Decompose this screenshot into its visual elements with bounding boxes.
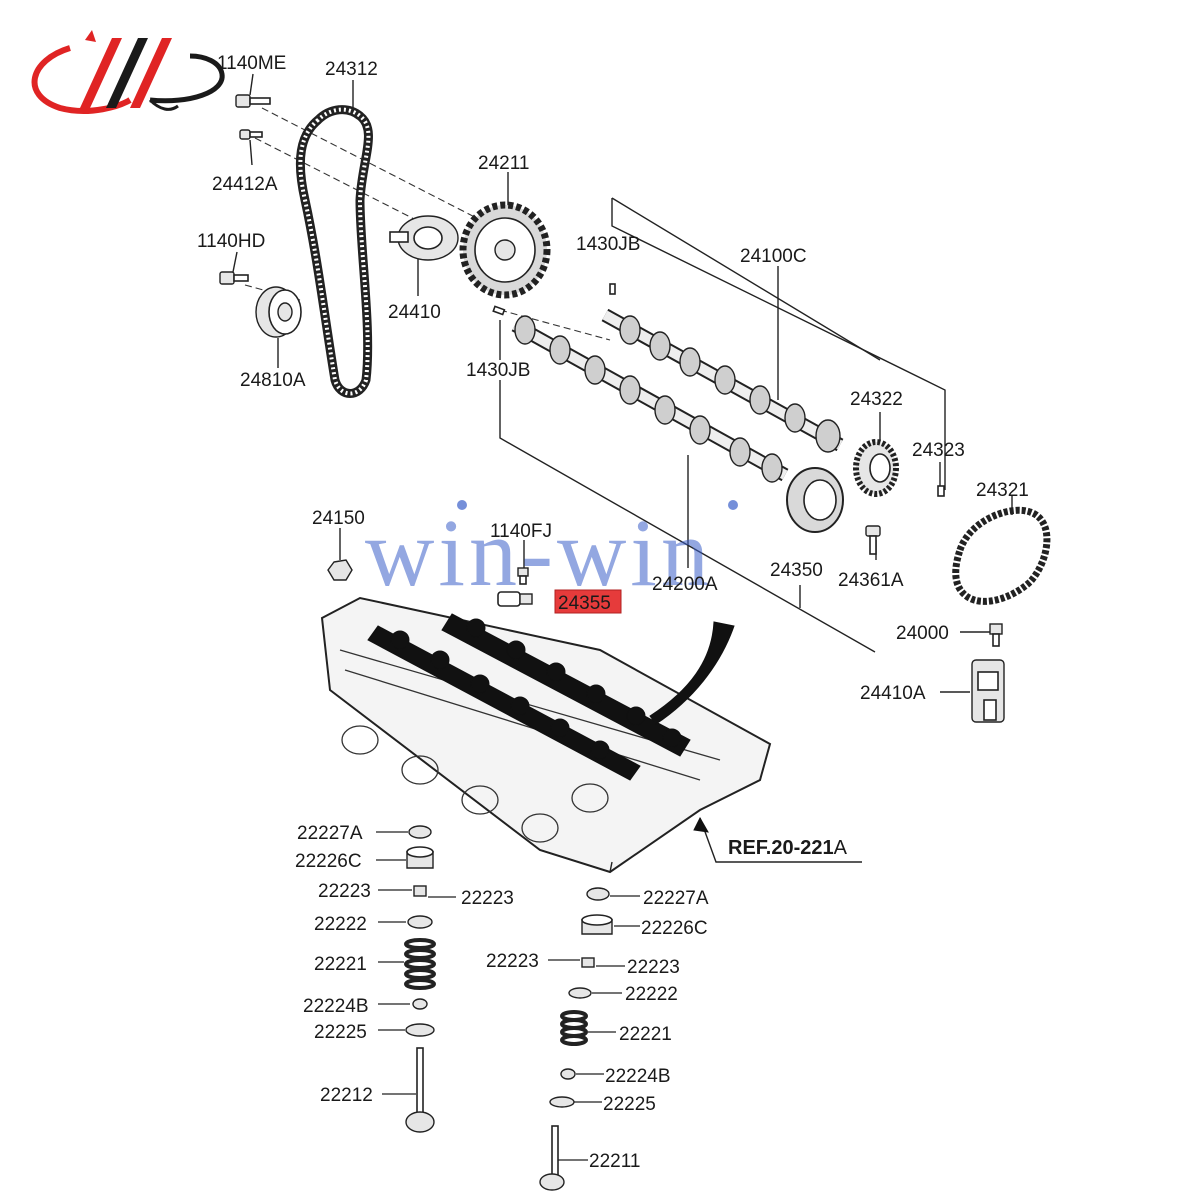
part-label-22222-right[interactable]: 22222 [625,984,678,1005]
chain-tensioner-icon [971,659,1005,723]
part-label-22221-right[interactable]: 22221 [619,1024,672,1045]
part-label-1140FJ[interactable]: 1140FJ [490,521,552,542]
bolt-icon [219,271,249,285]
part-label-24810A[interactable]: 24810A [240,370,306,391]
part-label-22225-right[interactable]: 22225 [603,1094,656,1115]
part-label-24410[interactable]: 24410 [388,302,441,323]
part-label-22221-left[interactable]: 22221 [314,954,367,975]
timing-belt-icon [295,105,373,398]
part-label-22224B-right[interactable]: 22224B [605,1066,671,1087]
highlighted-part[interactable]: 24355 [554,589,622,614]
camshaft-upper-icon [601,308,844,453]
part-label-22223-left-1[interactable]: 22223 [318,881,371,902]
pin-icon [609,283,616,295]
reference-label[interactable]: REF.20-221A [728,837,848,859]
part-label-24350[interactable]: 24350 [770,560,823,581]
part-label-24312[interactable]: 24312 [325,59,378,80]
valve-train-right [539,887,613,1191]
bolt-icon [865,525,881,555]
part-label-24322[interactable]: 24322 [850,389,903,410]
part-label-24000[interactable]: 24000 [896,623,949,644]
part-label-22226C-left[interactable]: 22226C [295,851,362,872]
part-label-22227A-right[interactable]: 22227A [643,888,709,909]
part-label-22212[interactable]: 22212 [320,1085,373,1106]
pin-icon [492,305,506,316]
bolt-icon [517,567,529,585]
watermark-text: win-win [365,499,713,606]
part-label-22223-right-1[interactable]: 22223 [486,951,539,972]
sensor-icon [497,591,533,607]
part-label-22223-right-2[interactable]: 22223 [627,957,680,978]
part-label-24321[interactable]: 24321 [976,480,1029,501]
cylinder-head-icon [320,596,772,874]
reference-code: 20-221 [771,837,833,859]
tensioner-icon [389,215,459,261]
brand-logo [31,30,225,114]
cam-phaser-icon [786,467,844,533]
idler-pulley-icon [255,286,302,338]
small-bolt-icon [239,129,263,140]
part-label-1140HD[interactable]: 1140HD [197,231,265,252]
part-drawings [219,94,1051,1191]
chain-sprocket-icon [853,439,899,497]
part-label-22224B-left[interactable]: 22224B [303,996,369,1017]
part-label-24361A[interactable]: 24361A [838,570,904,591]
part-label-1430JB-top[interactable]: 1430JB [576,234,640,255]
nut-icon [327,559,353,581]
reference-suffix: A [834,837,848,859]
part-label-22223-left-2[interactable]: 22223 [461,888,514,909]
part-label-1430JB-mid[interactable]: 1430JB [466,360,530,381]
camshaft-lower-icon [511,315,789,483]
part-label-24412A[interactable]: 24412A [212,174,278,195]
bolt-icon [235,94,271,108]
cam-sprocket-icon [459,201,551,299]
part-label-24410A[interactable]: 24410A [860,683,926,704]
leader-lines [232,73,1013,863]
part-label-22222-left[interactable]: 22222 [314,914,367,935]
highlight-box [554,589,622,614]
timing-chain-icon [952,506,1051,605]
part-label-24211[interactable]: 24211 [478,153,529,174]
part-labels: 1140ME 24312 24412A 24211 1140HD 24410 1… [197,53,1029,1172]
bolt-icon [989,623,1003,647]
watermark: win-win [365,499,738,606]
part-label-24100C[interactable]: 24100C [740,246,807,267]
part-label-1140ME[interactable]: 1140ME [217,53,286,74]
part-label-22225-left[interactable]: 22225 [314,1022,367,1043]
part-label-22226C-right[interactable]: 22226C [641,918,708,939]
part-label-24150[interactable]: 24150 [312,508,365,529]
part-label-22211[interactable]: 22211 [589,1151,640,1172]
part-label-24200A[interactable]: 24200A [652,574,718,595]
valve-train-left [404,825,436,1133]
part-label-24323[interactable]: 24323 [912,440,965,461]
pin-icon [937,485,945,497]
part-label-24355[interactable]: 24355 [558,593,611,614]
part-label-22227A-left[interactable]: 22227A [297,823,363,844]
reference-prefix: REF. [728,837,771,859]
